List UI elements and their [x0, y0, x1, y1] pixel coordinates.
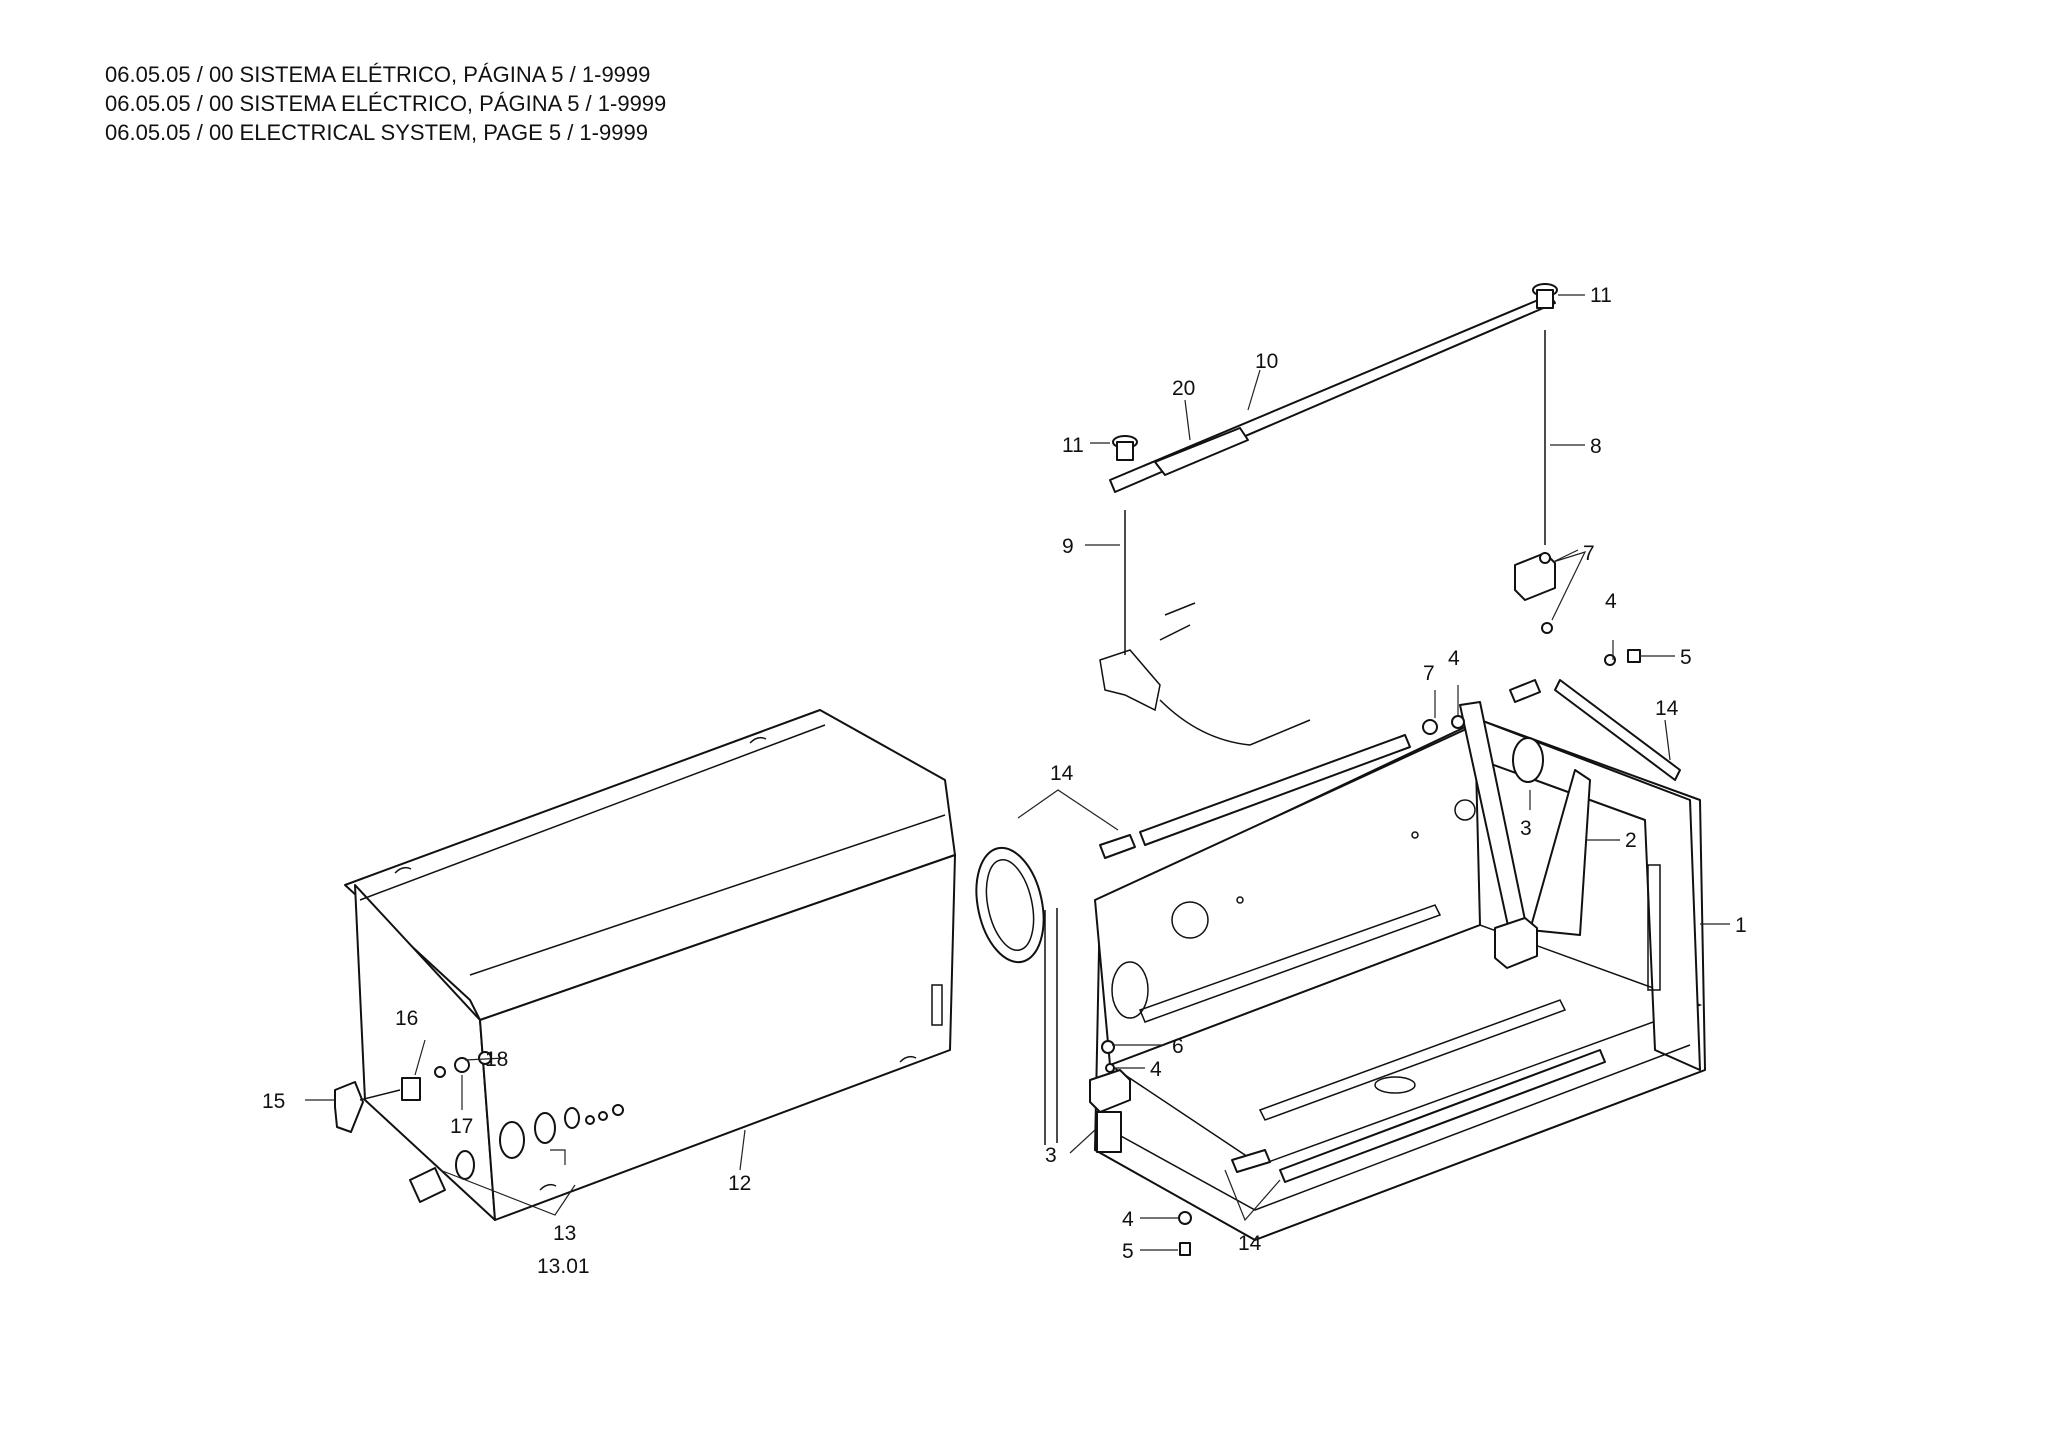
callout-4-bottom: 4 — [1122, 1208, 1134, 1231]
callout-labels: 11 10 20 11 8 9 7 4 5 7 4 14 14 3 2 1 6 … — [262, 284, 1747, 1278]
callout-7-mid: 7 — [1423, 662, 1435, 685]
callout-6: 6 — [1172, 1035, 1184, 1058]
callout-14-right: 14 — [1655, 697, 1679, 720]
callout-18: 18 — [485, 1048, 508, 1071]
callout-14-left: 14 — [1050, 762, 1074, 785]
callout-1: 1 — [1735, 914, 1747, 937]
callout-3-lower: 3 — [1045, 1144, 1057, 1167]
callout-5-bottom: 5 — [1122, 1240, 1134, 1263]
callout-5-upper: 5 — [1680, 646, 1692, 669]
callout-12: 12 — [728, 1172, 751, 1195]
callout-4-upper-right: 4 — [1605, 590, 1617, 613]
callout-15: 15 — [262, 1090, 285, 1113]
header-line-es: 06.05.05 / 00 SISTEMA ELÉCTRICO, PÁGINA … — [105, 91, 667, 116]
header-line-en: 06.05.05 / 00 ELECTRICAL SYSTEM, PAGE 5 … — [105, 120, 648, 145]
header-line-pt: 06.05.05 / 00 SISTEMA ELÉTRICO, PÁGINA 5… — [105, 62, 651, 87]
callout-2: 2 — [1625, 829, 1637, 852]
top-bar-part-10 — [1099, 283, 1558, 746]
callout-4-lower: 4 — [1150, 1058, 1162, 1081]
strap-part-2 — [1089, 649, 1641, 1256]
callout-11-left: 11 — [1062, 434, 1084, 457]
callout-4-mid: 4 — [1448, 647, 1460, 670]
callout-10: 10 — [1255, 350, 1278, 373]
callout-3-upper: 3 — [1520, 817, 1532, 840]
cover-hardware — [334, 1051, 624, 1203]
callout-7-right: 7 — [1583, 542, 1595, 565]
callout-13: 13 — [553, 1222, 576, 1245]
cover-part-12 — [344, 709, 956, 1221]
callout-13-01: 13.01 — [537, 1255, 590, 1278]
box-part-1 — [1094, 719, 1706, 1241]
callout-20: 20 — [1172, 377, 1195, 400]
leader-lines — [305, 294, 1730, 1251]
callout-14-bottom: 14 — [1238, 1232, 1262, 1255]
callout-17: 17 — [450, 1115, 473, 1138]
page-header: 06.05.05 / 00 SISTEMA ELÉTRICO, PÁGINA 5… — [105, 60, 666, 147]
callout-8: 8 — [1590, 435, 1602, 458]
callout-11-top: 11 — [1590, 284, 1612, 307]
callout-9: 9 — [1062, 535, 1074, 558]
callout-16: 16 — [395, 1007, 418, 1030]
bars-part-14 — [975, 679, 1681, 1183]
